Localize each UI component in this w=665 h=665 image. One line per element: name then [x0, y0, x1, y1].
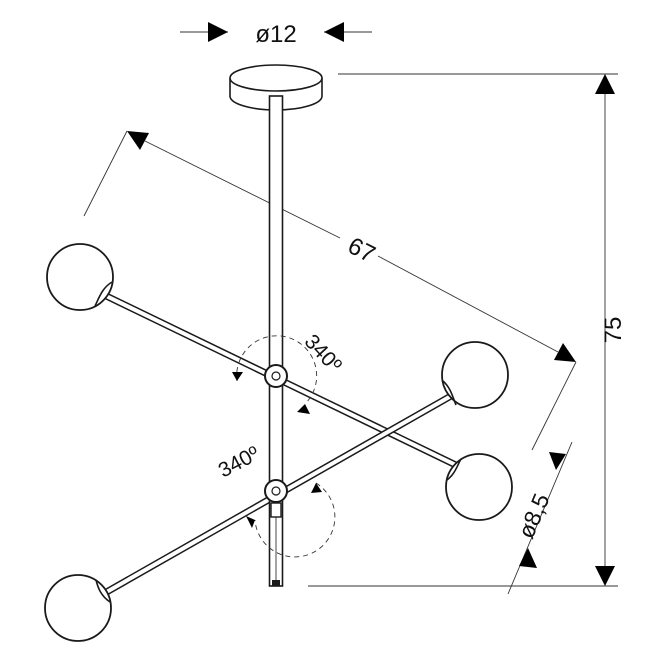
rotation-arrow-start: [311, 483, 322, 493]
canopy-dimension: ø12: [180, 21, 372, 48]
height-label: 75: [600, 317, 627, 344]
rotation-arrow-start: [232, 372, 243, 381]
canopy-diameter-label: ø12: [255, 21, 296, 48]
height-arrow-bottom: [595, 566, 615, 586]
span-label: 67: [343, 232, 379, 268]
span-arrow-left: [127, 131, 149, 150]
globe-upper-left: [46, 243, 114, 311]
globe-dimension: ø8,5: [507, 441, 573, 595]
upper-rotation-label: 340º: [300, 330, 346, 377]
globe-arrow-bottom: [519, 548, 537, 568]
central-rod: [268, 95, 284, 587]
rotation-arrow-end: [246, 516, 255, 528]
globe-lower-left: [44, 574, 112, 642]
lower-rotation-label: 340º: [215, 442, 264, 483]
upper-pivot-joint: [264, 364, 288, 388]
height-dimension: 75: [308, 73, 627, 587]
canopy-arrow-right: [324, 22, 344, 42]
globe-diameter-label: ø8,5: [513, 490, 555, 543]
height-arrow-top: [595, 74, 615, 94]
rotation-arrow-end: [297, 404, 310, 414]
span-arrow-right: [554, 343, 576, 362]
lower-pivot-joint: [264, 479, 288, 518]
canopy-arrow-left: [208, 22, 228, 42]
globe-arrow-top: [549, 452, 566, 470]
globe-lower-right: [445, 453, 513, 521]
globe-upper-right: [441, 341, 509, 409]
